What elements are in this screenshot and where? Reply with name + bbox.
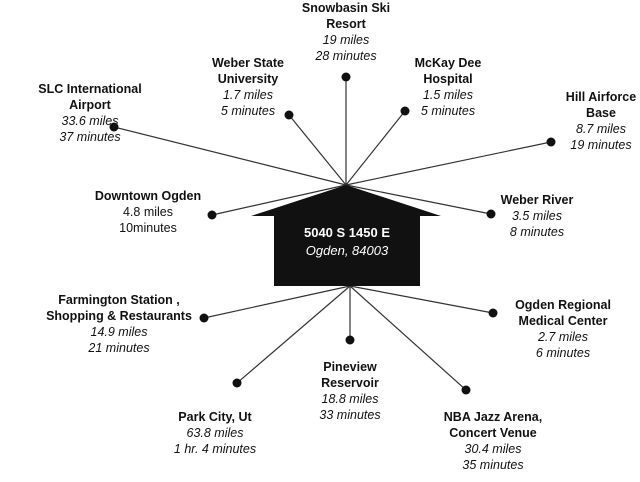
destination-time: 28 minutes (315, 49, 377, 63)
destination-distance: 2.7 miles (537, 330, 589, 344)
destination-name: Weber River (500, 193, 574, 207)
destination-name: Farmington Station , Shopping & Restaura… (46, 293, 192, 323)
destination-time: 21 minutes (88, 341, 150, 355)
destination-time: 33 minutes (319, 408, 381, 422)
destination-name: Hill Airforce Base (565, 90, 637, 120)
destination-distance: 1.7 miles (222, 88, 274, 102)
spoke-line-slc-airport (113, 126, 347, 186)
destination-distance: 63.8 miles (186, 426, 244, 440)
destination-name: Downtown Ogden (94, 189, 202, 203)
destination-name: Park City, Ut (178, 410, 252, 424)
destination-time: 19 minutes (570, 138, 632, 152)
destination-park-city: Park City, Ut 63.8 miles 1 hr. 4 minutes (160, 409, 270, 457)
destination-distance: 1.5 miles (422, 88, 474, 102)
destination-time: 8 minutes (509, 225, 565, 239)
destination-farmington: Farmington Station , Shopping & Restaura… (40, 292, 198, 356)
spoke-line-weber-river (345, 184, 492, 215)
spoke-line-ogden-regional (349, 285, 494, 314)
destination-name: Weber State University (211, 56, 284, 86)
destination-distance: 30.4 miles (464, 442, 522, 456)
destination-downtown-ogden: Downtown Ogden 4.8 miles 10minutes (86, 188, 210, 236)
destination-name: NBA Jazz Arena, Concert Venue (443, 410, 543, 440)
destination-name: Pineview Reservoir (321, 360, 379, 390)
dot-weber-state (284, 110, 294, 120)
dot-park-city (232, 378, 242, 388)
spoke-line-mckay-dee (345, 110, 406, 186)
center-street: 5040 S 1450 E (303, 225, 391, 240)
destination-pineview: Pineview Reservoir 18.8 miles 33 minutes (304, 359, 396, 423)
destination-weber-river: Weber River 3.5 miles 8 minutes (492, 192, 582, 240)
spoke-line-weber-state (288, 114, 347, 186)
destination-ogden-regional: Ogden Regional Medical Center 2.7 miles … (498, 297, 628, 361)
center-city: Ogden, 84003 (305, 243, 389, 258)
destination-time: 10minutes (119, 221, 177, 235)
house-icon (251, 185, 441, 286)
spoke-line-nba-jazz (349, 285, 467, 391)
destination-name: Snowbasin Ski Resort (301, 1, 391, 31)
dot-ogden-regional (488, 308, 498, 318)
destination-distance: 19 miles (322, 33, 370, 47)
destination-snowbasin: Snowbasin Ski Resort 19 miles 28 minutes (296, 0, 396, 64)
dot-nba-jazz (461, 385, 471, 395)
destination-weber-state: Weber State University 1.7 miles 5 minut… (198, 55, 298, 119)
destination-time: 35 minutes (462, 458, 524, 472)
dot-farmington (199, 313, 209, 323)
destination-distance: 8.7 miles (575, 122, 627, 136)
destination-distance: 33.6 miles (61, 114, 119, 128)
spoke-line-downtown-ogden (211, 184, 347, 216)
destination-nba-jazz: NBA Jazz Arena, Concert Venue 30.4 miles… (424, 409, 562, 473)
destination-distance: 14.9 miles (90, 325, 148, 339)
dot-pineview (345, 335, 355, 345)
spoke-line-farmington (203, 285, 351, 319)
destination-name: Ogden Regional Medical Center (515, 298, 611, 328)
destination-mckay-dee: McKay Dee Hospital 1.5 miles 5 minutes (405, 55, 491, 119)
spoke-line-park-city (236, 285, 351, 384)
destination-distance: 3.5 miles (511, 209, 563, 223)
destination-time: 5 minutes (220, 104, 276, 118)
destination-time: 1 hr. 4 minutes (173, 442, 257, 456)
destination-distance: 4.8 miles (122, 205, 174, 219)
dot-hill-afb (546, 137, 556, 147)
spoke-line-hill-afb (345, 141, 552, 186)
center-address: 5040 S 1450 E Ogden, 84003 (277, 224, 417, 260)
destination-hill-afb: Hill Airforce Base 8.7 miles 19 minutes (558, 89, 640, 153)
destination-time: 37 minutes (59, 130, 121, 144)
dot-mckay-dee (400, 106, 410, 116)
dot-slc-airport (109, 122, 119, 132)
destination-name: SLC International Airport (38, 82, 142, 112)
destination-distance: 18.8 miles (321, 392, 379, 406)
destination-name: McKay Dee Hospital (414, 56, 482, 86)
destination-time: 6 minutes (535, 346, 591, 360)
destination-time: 5 minutes (420, 104, 476, 118)
dot-snowbasin (341, 72, 351, 82)
dot-weber-river (486, 209, 496, 219)
dot-downtown-ogden (207, 210, 217, 220)
destination-slc-airport: SLC International Airport 33.6 miles 37 … (26, 81, 154, 145)
